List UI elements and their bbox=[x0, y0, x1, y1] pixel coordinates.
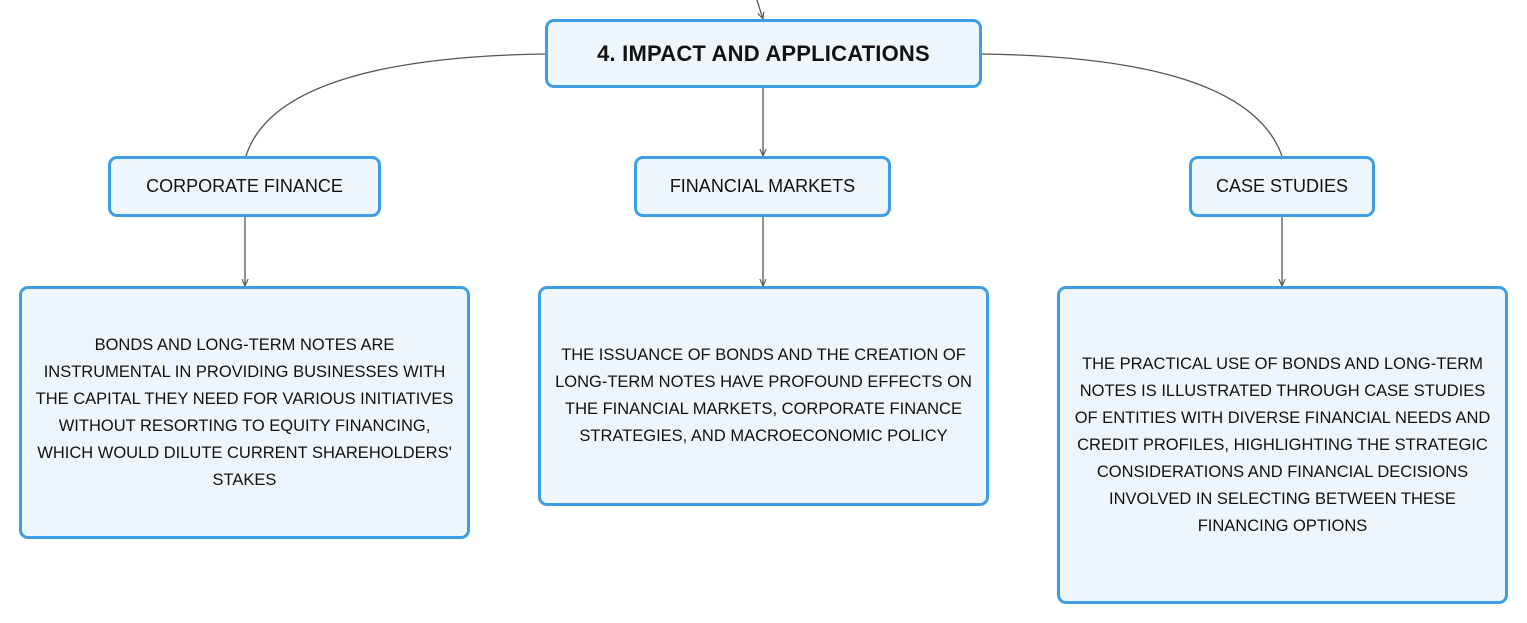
branch-node-corporate-finance[interactable]: CORPORATE FINANCE bbox=[108, 156, 381, 217]
connector-root-corporate-finance bbox=[245, 53, 546, 157]
detail-node-text: THE PRACTICAL USE OF BONDS AND LONG-TERM… bbox=[1074, 354, 1491, 535]
branch-node-label: CASE STUDIES bbox=[1215, 176, 1349, 196]
root-node-label: 4. IMPACT AND APPLICATIONS bbox=[597, 40, 930, 66]
detail-node-corporate-finance[interactable]: BONDS AND LONG-TERM NOTES ARE INSTRUMENT… bbox=[19, 286, 470, 539]
detail-node-text: THE ISSUANCE OF BONDS AND THE CREATION O… bbox=[555, 346, 972, 445]
branch-node-case-studies[interactable]: CASE STUDIES bbox=[1189, 156, 1375, 217]
branch-node-financial-markets[interactable]: FINANCIAL MARKETS bbox=[634, 156, 891, 217]
branch-node-label: FINANCIAL MARKETS bbox=[669, 176, 856, 196]
branch-node-label: CORPORATE FINANCE bbox=[146, 176, 343, 196]
detail-node-text: BONDS AND LONG-TERM NOTES ARE INSTRUMENT… bbox=[35, 335, 454, 489]
connector-root-case-studies bbox=[981, 53, 1283, 157]
root-node[interactable]: 4. IMPACT AND APPLICATIONS bbox=[545, 19, 982, 88]
detail-node-case-studies[interactable]: THE PRACTICAL USE OF BONDS AND LONG-TERM… bbox=[1057, 286, 1508, 604]
incoming-connector bbox=[756, 0, 763, 19]
detail-node-financial-markets[interactable]: THE ISSUANCE OF BONDS AND THE CREATION O… bbox=[538, 286, 989, 506]
